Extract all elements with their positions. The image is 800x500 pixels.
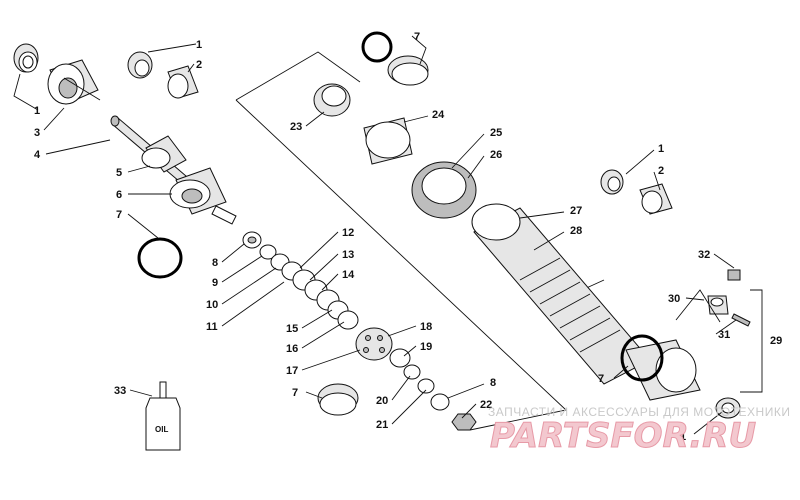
watermark-tagline: ЗАПЧАСТИ И АКСЕССУАРЫ ДЛЯ МОТОТЕХНИКИ: [488, 405, 790, 419]
callout-labels: 1 2 1 3 4 5 6 7 8 9 10 11 12 13 14 15 16…: [34, 31, 782, 443]
callout-1-bottom: 1: [680, 431, 686, 443]
callout-13: 13: [342, 249, 354, 261]
callout-6: 6: [116, 189, 122, 201]
callout-27: 27: [570, 205, 582, 217]
callout-4: 4: [34, 149, 41, 161]
valve-fitting-group: [675, 269, 763, 393]
callout-19: 19: [420, 341, 432, 353]
lower-mount: [620, 334, 741, 419]
callout-31: 31: [718, 329, 730, 341]
o-ring-top: [361, 31, 393, 63]
band-ring-bottom: [317, 383, 359, 416]
callout-9: 9: [212, 277, 218, 289]
oil-bottle: OIL: [145, 381, 181, 451]
oil-bottle-label: OIL: [155, 425, 168, 434]
callout-16: 16: [286, 343, 298, 355]
callout-25: 25: [490, 127, 502, 139]
callout-21: 21: [376, 419, 388, 431]
o-ring-right: [620, 334, 664, 382]
callout-18: 18: [420, 321, 432, 333]
callout-24: 24: [432, 109, 445, 121]
callout-17: 17: [286, 365, 298, 377]
o-ring-left: [137, 237, 183, 279]
top-left-bushing-group: [13, 43, 199, 105]
callout-11: 11: [206, 321, 218, 333]
spring-adjuster-nut: [411, 161, 477, 219]
callout-26: 26: [490, 149, 502, 161]
callout-33: 33: [114, 385, 126, 397]
callout-28: 28: [570, 225, 582, 237]
callout-10: 10: [206, 299, 218, 311]
callout-1-right: 1: [658, 143, 664, 155]
callout-2-top: 2: [196, 59, 202, 71]
callout-32: 32: [698, 249, 710, 261]
right-bushing-group: [600, 169, 673, 215]
callout-7-bottom: 7: [292, 387, 298, 399]
callout-5: 5: [116, 167, 122, 179]
callout-12: 12: [342, 227, 354, 239]
callout-8-upper: 8: [212, 257, 218, 269]
callout-7-right: 7: [598, 373, 604, 385]
callout-7-left: 7: [116, 209, 122, 221]
leader-lines: [13, 35, 737, 435]
top-seal-group: [313, 31, 429, 165]
piston-shaft-body: [110, 115, 237, 225]
callout-2-right: 2: [658, 165, 664, 177]
callout-30: 30: [668, 293, 680, 305]
callout-15: 15: [286, 323, 298, 335]
callout-29: 29: [770, 335, 782, 347]
callout-3: 3: [34, 127, 40, 139]
callout-14: 14: [342, 269, 355, 281]
coil-spring-body: [471, 203, 651, 385]
callout-1-top: 1: [196, 39, 202, 51]
watermark-logo: PARTSFOR.RU: [490, 416, 756, 456]
callout-7-top: 7: [414, 31, 420, 43]
callout-22: 22: [480, 399, 492, 411]
callout-1-left: 1: [34, 105, 40, 117]
callout-8-lower: 8: [490, 377, 496, 389]
callout-23: 23: [290, 121, 302, 133]
callout-20: 20: [376, 395, 388, 407]
valve-shim-stack: [242, 231, 477, 431]
watermark: ЗАПЧАСТИ И АКСЕССУАРЫ ДЛЯ МОТОТЕХНИКИ PA…: [488, 405, 790, 457]
